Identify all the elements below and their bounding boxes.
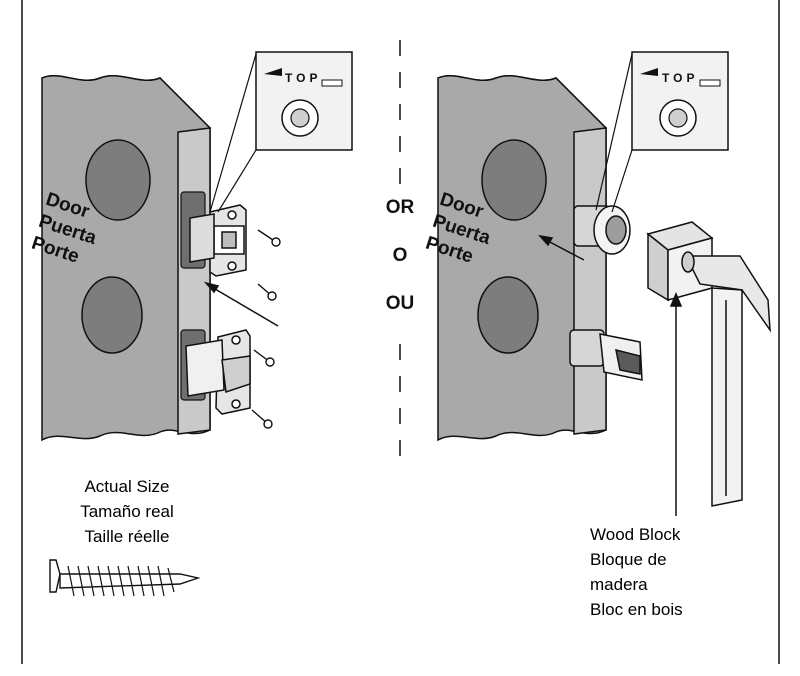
- left-screws: [251, 229, 281, 429]
- wood-block-pointer: [669, 292, 683, 516]
- wood-block-caption-es-1: Bloque de: [590, 550, 667, 569]
- divider-or-es: O: [392, 245, 408, 266]
- screw-caption-en: Actual Size: [84, 477, 170, 496]
- right-latch-upper: [573, 205, 631, 255]
- hammer: [681, 251, 771, 507]
- right-door-upper-hole: [481, 139, 547, 221]
- left-door: [40, 74, 212, 442]
- actual-size-screw: [49, 559, 201, 597]
- left-door-lower-hole: [81, 276, 143, 354]
- right-top-inset: [595, 51, 729, 213]
- left-door-upper-hole: [85, 139, 151, 221]
- screw-caption: Actual Size Tamaño real Taille réelle: [52, 474, 202, 549]
- left-top-inset: [209, 51, 353, 213]
- right-door-lower-hole: [477, 276, 539, 354]
- right-door: [436, 74, 608, 442]
- right-insert-arrow: [538, 234, 585, 261]
- wood-block-caption: Wood Block Bloque de madera Bloc en bois: [590, 522, 770, 622]
- divider-or-en: OR: [385, 197, 415, 218]
- left-latch-upper: [189, 204, 247, 277]
- right-inset-top-text: TOP: [662, 71, 698, 85]
- wood-block-caption-es-2: madera: [590, 575, 648, 594]
- left-insert-arrow: [203, 281, 279, 327]
- left-latch-lower: [185, 329, 251, 415]
- screw-caption-es: Tamaño real: [80, 502, 174, 521]
- wood-block-caption-en: Wood Block: [590, 525, 681, 544]
- wood-block-caption-fr: Bloc en bois: [590, 600, 683, 619]
- right-latch-lower: [569, 329, 643, 381]
- divider-or-fr: OU: [385, 293, 415, 314]
- left-inset-top-text: TOP: [285, 71, 321, 85]
- screw-caption-fr: Taille réelle: [84, 527, 170, 546]
